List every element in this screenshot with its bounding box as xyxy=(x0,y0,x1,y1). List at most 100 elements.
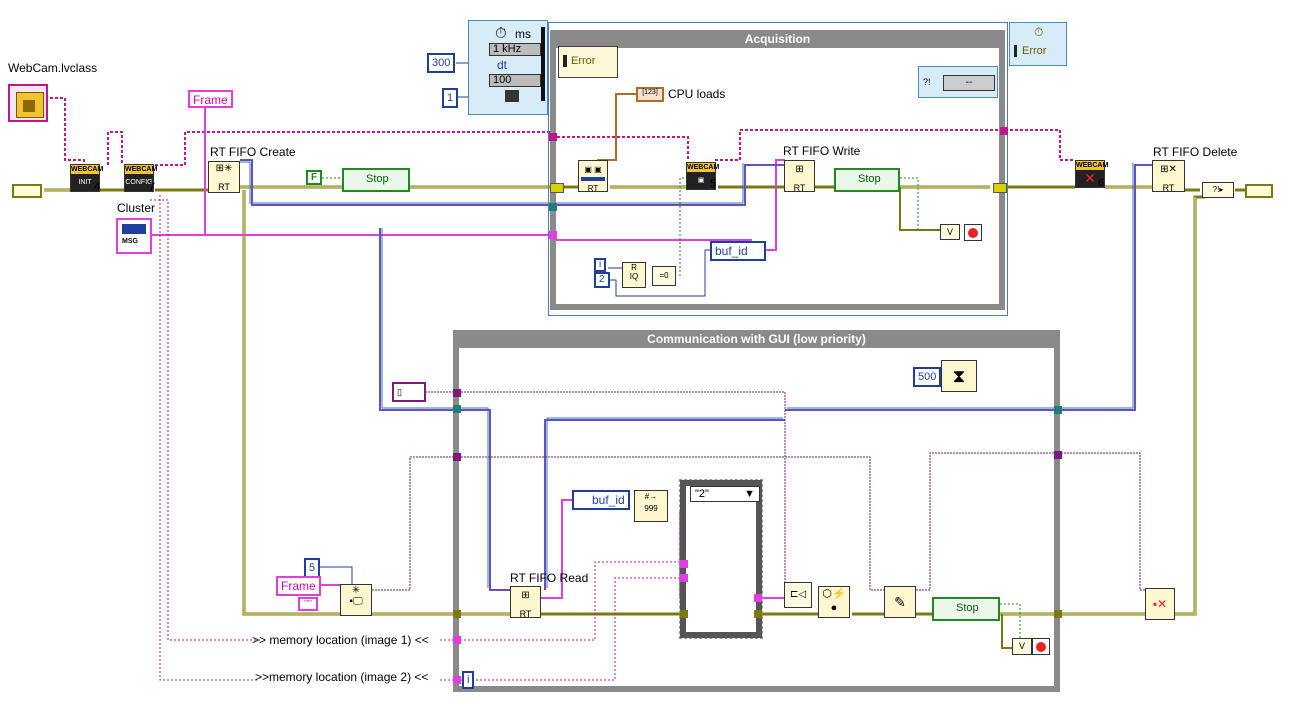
stop-led-icon-bottom xyxy=(1032,638,1050,655)
tunnel xyxy=(549,203,557,211)
stop-led-icon xyxy=(964,224,982,241)
or-icon: V xyxy=(940,224,960,240)
status-indicator: ?! -- xyxy=(918,66,998,98)
webcam-init-label: INIT xyxy=(71,174,99,191)
wait-ms-icon[interactable]: ⧗ xyxy=(941,360,977,392)
communication-title: Communication with GUI (low priority) xyxy=(459,330,1054,348)
build-array-icon: ⊏◁ xyxy=(784,582,812,608)
clock-value: 1 kHz xyxy=(493,43,522,55)
webcam-config-node[interactable]: WEBCAM CONFIG xyxy=(124,164,158,192)
path-constant[interactable]: ▯ xyxy=(392,382,426,402)
webcam-class-icon[interactable] xyxy=(8,84,48,122)
false-constant[interactable]: F xyxy=(306,170,322,185)
rt-fifo-write-icon[interactable]: ⊞ RT xyxy=(784,160,815,193)
memory-location-2: >>memory location (image 2) << xyxy=(255,670,429,684)
error-node-left[interactable]: Error xyxy=(558,46,618,78)
timed-loop-clock: 1 kHz xyxy=(489,43,541,56)
memory-location-1: >> memory location (image 1) << xyxy=(252,633,429,647)
tunnel xyxy=(549,231,557,239)
webcam-class-label: WebCam.lvclass xyxy=(8,61,98,75)
webcam-brand: WEBCAM xyxy=(71,165,104,174)
cpu-node-icon[interactable]: ▣ ▣ RT xyxy=(578,160,608,193)
buf-id-write[interactable]: buf_id xyxy=(710,241,766,261)
tunnel xyxy=(1000,127,1008,135)
tunnel xyxy=(453,389,461,397)
webcam-acquire-body: ▣ xyxy=(687,172,715,189)
acquisition-frame: Acquisition xyxy=(550,30,1005,310)
error-node-right[interactable]: ⏱ Error xyxy=(1009,22,1067,66)
webcam-brand: WEBCAM xyxy=(125,165,158,174)
buf-id-write-label: buf_id xyxy=(715,244,748,258)
webcam-config-label: CONFIG xyxy=(125,174,153,191)
offset-constant[interactable]: 1 xyxy=(442,88,459,108)
webcam-acquire-node[interactable]: WEBCAM ▣ xyxy=(686,162,720,190)
clock-icon: ⏱ xyxy=(495,25,507,42)
buf-id-read-label: buf_id xyxy=(592,493,625,507)
iteration-constant-top[interactable]: i xyxy=(594,258,607,272)
webcam-brand: WEBCAM xyxy=(1076,161,1109,170)
webcam-brand: WEBCAM xyxy=(687,163,720,172)
tunnel xyxy=(1054,610,1062,618)
case-structure: "2" ▼ xyxy=(679,479,763,639)
tunnel xyxy=(453,636,461,644)
divisor-constant[interactable]: 2 xyxy=(594,272,610,288)
rt-fifo-create-icon[interactable]: ⊞✳ RT xyxy=(208,161,240,193)
stop-label-2: Stop xyxy=(858,173,881,185)
wait-ms-constant[interactable]: 500 xyxy=(913,367,942,387)
error-label-left: Error xyxy=(571,55,596,67)
rt-fifo-write-label: RT FIFO Write xyxy=(783,144,861,158)
cpu-loads-label: CPU loads xyxy=(668,87,726,101)
property-write-icon[interactable]: ✎ xyxy=(884,586,916,618)
tunnel xyxy=(680,610,688,618)
error-cluster-in[interactable] xyxy=(12,184,42,198)
tunnel xyxy=(453,405,461,413)
stop-label-1: Stop xyxy=(366,173,389,185)
equal-zero-icon: =0 xyxy=(652,266,676,286)
timed-loop-priority: 100 xyxy=(489,74,541,87)
timed-loop-dt: dt xyxy=(497,58,508,72)
stop-local-1[interactable]: Stop xyxy=(342,168,410,192)
frame-count-constant[interactable]: 5 xyxy=(304,558,321,578)
frame-constant-top[interactable]: Frame xyxy=(188,90,233,108)
cluster-msg-icon[interactable]: MSG xyxy=(116,218,152,254)
webcam-init-index: 4 xyxy=(94,181,101,193)
rt-fifo-read-icon[interactable]: ⊞ RT xyxy=(510,586,541,619)
webcam-close-index: 6 xyxy=(1098,177,1105,189)
empty-string-constant[interactable]: """ xyxy=(298,597,318,611)
tunnel xyxy=(680,574,688,582)
webcam-init-node[interactable]: WEBCAM INIT xyxy=(70,164,104,192)
stop-local-3[interactable]: Stop xyxy=(932,597,1000,621)
priority-value: 100 xyxy=(493,74,512,86)
cpu-loads-indicator: [123] xyxy=(636,87,664,102)
case-selector-value: "2" xyxy=(695,488,709,500)
period-constant[interactable]: 300 xyxy=(427,53,456,73)
frame-constant-bottom[interactable]: Frame xyxy=(276,576,321,596)
timed-loop-border xyxy=(548,22,1008,316)
webcam-close-body: ✕ xyxy=(1076,170,1104,187)
acquisition-title: Acquisition xyxy=(556,30,999,48)
tunnel xyxy=(550,183,564,193)
imaq-create-icon[interactable]: ✳▪🖵 xyxy=(340,584,372,616)
tunnel xyxy=(1054,406,1062,414)
webcam-close-node[interactable]: WEBCAM ✕ xyxy=(1075,160,1109,188)
tunnel xyxy=(453,610,461,618)
timed-loop-bar xyxy=(541,27,545,101)
rt-fifo-read-label: RT FIFO Read xyxy=(510,571,589,585)
case-selector[interactable]: "2" ▼ xyxy=(690,486,760,502)
number-to-string-icon[interactable]: #→999 xyxy=(634,490,668,522)
error-label-right: Error xyxy=(1022,45,1047,57)
iteration-constant-bottom[interactable]: i xyxy=(462,671,475,689)
tunnel xyxy=(453,676,461,684)
webcam-acquire-index: 5 xyxy=(710,178,717,190)
indicator-dash: -- xyxy=(965,77,973,88)
timed-loop-config[interactable]: ⏱ ms 1 kHz dt 100 xyxy=(468,20,548,115)
buf-id-read[interactable]: buf_id xyxy=(572,490,630,510)
communication-frame: Communication with GUI (low priority) xyxy=(453,330,1060,692)
imaq-dispose-icon[interactable]: ▪✕ xyxy=(1145,588,1175,620)
stop-local-2[interactable]: Stop xyxy=(834,168,900,192)
tunnel xyxy=(453,453,461,461)
imaq-copy-icon[interactable]: ⬡⚡● xyxy=(818,586,850,618)
rt-fifo-delete-icon[interactable]: ⊞✕ RT xyxy=(1152,160,1185,193)
